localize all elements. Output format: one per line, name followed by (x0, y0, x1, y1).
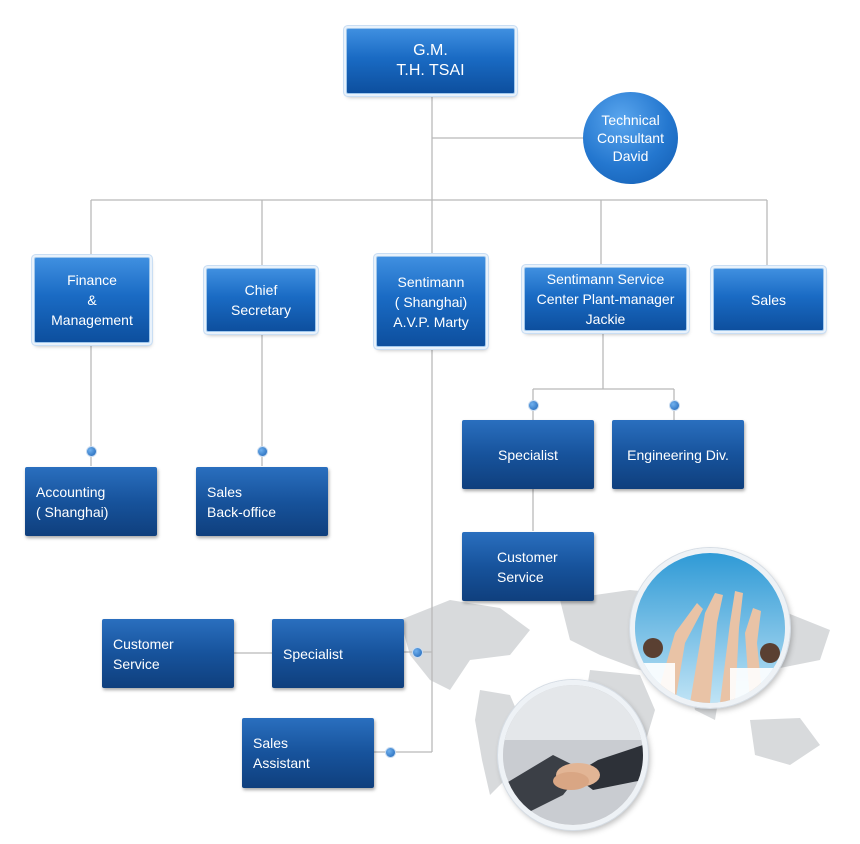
connector-dot (385, 747, 396, 758)
engineering-label: Engineering Div. (627, 446, 729, 463)
sc-specialist-label: Specialist (498, 446, 558, 463)
service-center-line-2: Center Plant-manager (536, 291, 675, 307)
secretary-line-1: Chief (244, 282, 278, 298)
finance-management-box: Finance & Management (32, 255, 152, 345)
sales-assistant-line-2: Assistant (253, 755, 310, 771)
team-high-five-photo (630, 548, 790, 708)
sentimann-shanghai-box: Sentimann ( Shanghai) A.V.P. Marty (374, 254, 488, 349)
engineering-div-box: Engineering Div. (612, 420, 744, 489)
consultant-name: David (612, 148, 649, 164)
service-center-specialist-box: Specialist (462, 420, 594, 489)
consultant-line-1: Technical (601, 112, 660, 128)
service-center-line-1: Sentimann Service (546, 271, 665, 287)
gm-name: T.H. TSAI (396, 62, 465, 79)
handshake-photo (498, 680, 648, 830)
finance-line-1: Finance (67, 272, 117, 288)
sales-assistant-line-1: Sales (253, 735, 289, 751)
sh-customer-service-line-1: Customer (113, 635, 174, 652)
shanghai-line-1: Sentimann (397, 273, 465, 290)
sales-box: Sales (711, 266, 826, 333)
accounting-line-1: Accounting (36, 483, 106, 500)
shanghai-specialist-box: Specialist (272, 619, 404, 688)
sh-specialist-label: Specialist (283, 645, 343, 662)
shanghai-customer-service-box: Customer Service (102, 619, 234, 688)
finance-line-3: Management (51, 312, 133, 328)
connector-dot (528, 400, 539, 411)
team-high-five-image (635, 553, 785, 703)
service-center-customer-service-box: Customer Service (462, 532, 594, 601)
sales-back-office-box: Sales Back-office (196, 467, 328, 536)
backoffice-line-1: Sales (207, 483, 243, 500)
connector-dot (257, 446, 268, 457)
connector-dot (412, 647, 423, 658)
shanghai-line-3: A.V.P. Marty (393, 313, 469, 330)
gm-title: G.M. (413, 42, 448, 59)
accounting-line-2: ( Shanghai) (36, 503, 109, 520)
chief-secretary-box: Chief Secretary (204, 266, 318, 334)
service-center-line-3: Jackie (585, 311, 626, 327)
backoffice-line-2: Back-office (207, 503, 276, 520)
service-center-box: Sentimann Service Center Plant-manager J… (522, 265, 689, 333)
technical-consultant-circle: Technical Consultant David (583, 92, 678, 184)
sc-customer-service-line-1: Customer (497, 548, 558, 565)
handshake-image (503, 685, 643, 825)
sh-customer-service-line-2: Service (113, 655, 160, 672)
sc-customer-service-line-2: Service (497, 568, 544, 585)
accounting-shanghai-box: Accounting ( Shanghai) (25, 467, 157, 536)
connector-dot (86, 446, 97, 457)
finance-line-2: & (87, 292, 97, 308)
gm-box: G.M. T.H. TSAI (344, 26, 517, 96)
secretary-line-2: Secretary (231, 302, 291, 318)
sales-assistant-box: Sales Assistant (242, 718, 374, 788)
sales-label: Sales (750, 291, 787, 308)
consultant-line-2: Consultant (597, 130, 664, 146)
shanghai-line-2: ( Shanghai) (394, 293, 468, 310)
connector-dot (669, 400, 680, 411)
